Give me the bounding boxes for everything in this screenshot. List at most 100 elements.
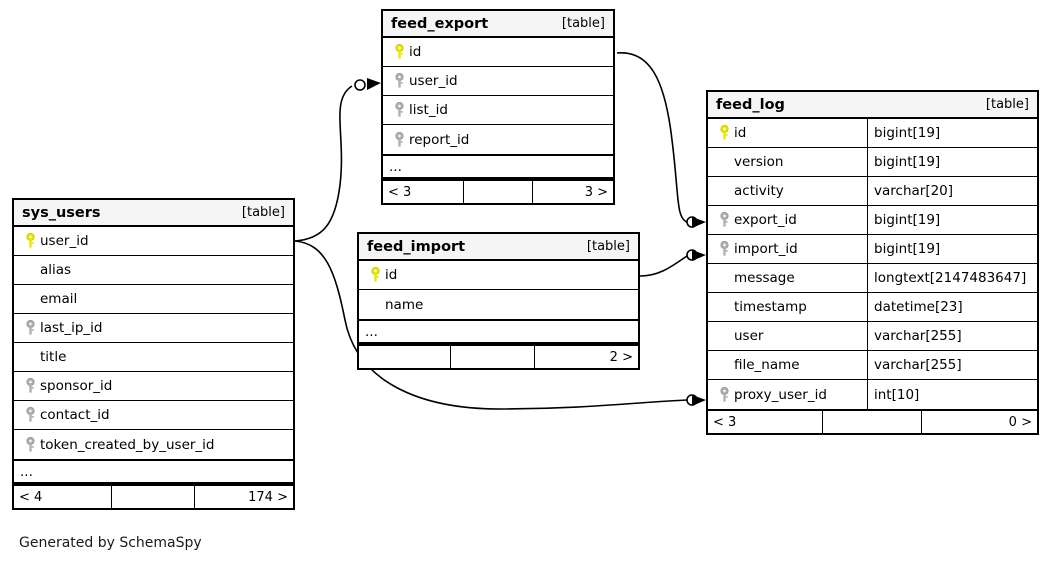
table-row[interactable]: id bigint[19] xyxy=(708,119,1037,148)
table-title: sys_users xyxy=(22,204,101,221)
column-name: id xyxy=(409,44,422,60)
footer-left[interactable]: < 3 xyxy=(383,181,464,203)
table-row[interactable]: version bigint[19] xyxy=(708,148,1037,177)
table-header: feed_export [table] xyxy=(383,11,613,38)
column-name: timestamp xyxy=(734,299,807,315)
column-name-cell: id xyxy=(359,261,638,289)
foreign-key-icon xyxy=(389,102,409,118)
column-name: user_id xyxy=(40,233,89,249)
column-type: longtext[2147483647] xyxy=(874,270,1027,286)
table-row[interactable]: contact_id xyxy=(14,401,293,430)
edge-endpoint-circle xyxy=(354,79,366,91)
table-header: feed_log [table] xyxy=(708,92,1037,119)
more-columns-indicator: ... xyxy=(359,319,638,344)
column-name-cell: proxy_user_id xyxy=(708,380,868,409)
column-name-cell: email xyxy=(14,285,293,313)
footer-left[interactable] xyxy=(359,346,452,368)
column-type: bigint[19] xyxy=(874,154,941,170)
foreign-key-icon xyxy=(20,436,40,453)
footer-right[interactable]: 3 > xyxy=(584,184,608,200)
column-type: int[10] xyxy=(874,386,920,403)
column-name-cell: export_id xyxy=(708,206,868,234)
primary-key-icon xyxy=(389,44,409,60)
table-feed-export[interactable]: feed_export [table] id user_id xyxy=(381,9,615,205)
footer-middle xyxy=(451,346,535,368)
footer-right[interactable]: 174 > xyxy=(248,489,288,505)
table-row[interactable]: name xyxy=(359,290,638,319)
table-feed-log[interactable]: feed_log [table] id bigint[19] version b… xyxy=(706,90,1039,435)
foreign-key-icon xyxy=(389,73,409,89)
table-row[interactable]: list_id xyxy=(383,96,613,125)
primary-key-icon xyxy=(20,233,40,249)
edge-arrowhead xyxy=(692,217,706,228)
column-type: varchar[20] xyxy=(874,183,954,199)
column-name: alias xyxy=(40,262,72,278)
foreign-key-icon xyxy=(714,241,734,257)
edge-arrowhead xyxy=(692,250,706,261)
table-sys-users[interactable]: sys_users [table] user_id alias email xyxy=(12,198,295,510)
more-columns-indicator: ... xyxy=(383,154,613,179)
table-feed-import[interactable]: feed_import [table] id name ... 2 > xyxy=(357,232,640,370)
foreign-key-icon xyxy=(20,320,40,336)
table-row[interactable]: email xyxy=(14,285,293,314)
column-name: id xyxy=(734,125,747,141)
column-name-cell: timestamp xyxy=(708,293,868,321)
table-row[interactable]: last_ip_id xyxy=(14,314,293,343)
primary-key-icon xyxy=(714,125,734,141)
table-row[interactable]: user_id xyxy=(14,227,293,256)
edge-endpoint-circle xyxy=(686,216,698,228)
column-name-cell: id xyxy=(708,119,868,147)
table-row[interactable]: export_id bigint[19] xyxy=(708,206,1037,235)
table-row[interactable]: title xyxy=(14,343,293,372)
column-name: user_id xyxy=(409,73,458,89)
column-name-cell: message xyxy=(708,264,868,292)
footer-right[interactable]: 0 > xyxy=(1008,414,1032,430)
column-name-cell: user xyxy=(708,322,868,350)
table-title: feed_import xyxy=(367,238,466,255)
column-name: version xyxy=(734,154,784,170)
column-name-cell: file_name xyxy=(708,351,868,379)
table-footer: 2 > xyxy=(359,344,638,368)
column-type: bigint[19] xyxy=(874,212,941,228)
column-type: varchar[255] xyxy=(874,328,962,344)
column-name-cell: user_id xyxy=(14,227,293,255)
table-row[interactable]: sponsor_id xyxy=(14,372,293,401)
footer-left[interactable]: < 3 xyxy=(708,411,824,433)
footer-right[interactable]: 2 > xyxy=(609,349,633,365)
table-type-tag: [table] xyxy=(586,239,630,254)
table-row[interactable]: user_id xyxy=(383,67,613,96)
table-footer: < 4 174 > xyxy=(14,484,293,508)
table-type-tag: [table] xyxy=(561,16,605,31)
foreign-key-icon xyxy=(20,378,40,394)
generated-by-note: Generated by SchemaSpy xyxy=(19,535,202,551)
table-row[interactable]: alias xyxy=(14,256,293,285)
table-row[interactable]: activity varchar[20] xyxy=(708,177,1037,206)
table-row[interactable]: id xyxy=(383,38,613,67)
column-name: export_id xyxy=(734,212,797,228)
column-name: sponsor_id xyxy=(40,378,113,394)
footer-middle xyxy=(464,181,533,203)
table-row[interactable]: file_name varchar[255] xyxy=(708,351,1037,380)
foreign-key-icon xyxy=(389,131,409,148)
column-name-cell: activity xyxy=(708,177,868,205)
column-type: bigint[19] xyxy=(874,241,941,257)
column-name: contact_id xyxy=(40,407,110,423)
column-name: list_id xyxy=(409,102,448,118)
more-columns-indicator: ... xyxy=(14,459,293,484)
footer-left[interactable]: < 4 xyxy=(14,486,112,508)
table-row[interactable]: token_created_by_user_id xyxy=(14,430,293,459)
table-row[interactable]: report_id xyxy=(383,125,613,154)
table-title: feed_export xyxy=(391,15,489,32)
column-name: activity xyxy=(734,183,784,199)
column-name-cell: token_created_by_user_id xyxy=(14,430,293,459)
table-row[interactable]: timestamp datetime[23] xyxy=(708,293,1037,322)
table-row[interactable]: id xyxy=(359,261,638,290)
column-name: file_name xyxy=(734,357,800,373)
table-row[interactable]: import_id bigint[19] xyxy=(708,235,1037,264)
column-name-cell: report_id xyxy=(383,125,613,154)
table-row[interactable]: message longtext[2147483647] xyxy=(708,264,1037,293)
table-row[interactable]: user varchar[255] xyxy=(708,322,1037,351)
table-row[interactable]: proxy_user_id int[10] xyxy=(708,380,1037,409)
table-header: sys_users [table] xyxy=(14,200,293,227)
